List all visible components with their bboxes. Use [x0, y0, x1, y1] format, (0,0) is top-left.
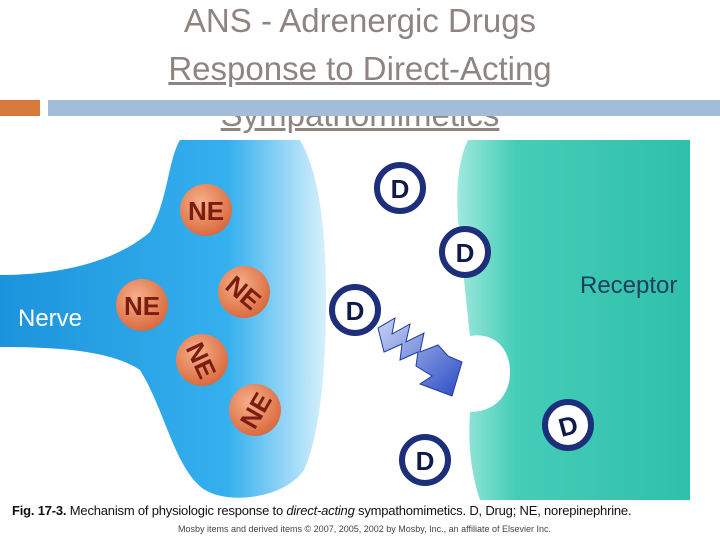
- caption-italic: direct-acting: [286, 503, 355, 518]
- copyright-credit: Mosby items and derived items © 2007, 20…: [178, 524, 551, 534]
- figure-caption: Fig. 17-3. Mechanism of physiologic resp…: [12, 503, 632, 518]
- drug-molecule-2: D: [439, 226, 491, 278]
- caption-text-a: Mechanism of physiologic response to: [69, 503, 283, 518]
- ne-vesicle-4: NE: [176, 334, 228, 386]
- receptor-cell: [457, 140, 690, 500]
- drug-molecule-4: D: [542, 399, 594, 451]
- drug-label: D: [456, 238, 475, 268]
- caption-legend: D, Drug; NE, norepinephrine.: [469, 503, 632, 518]
- drug-label: D: [416, 446, 435, 476]
- nerve-label: Nerve: [18, 305, 82, 332]
- accent-bar-orange: [0, 100, 40, 116]
- ne-vesicle-5: NE: [229, 384, 281, 436]
- figure-number: Fig. 17-3.: [12, 503, 67, 518]
- ne-vesicle-1: NE: [180, 184, 232, 236]
- ne-vesicle-2: NE: [116, 279, 168, 331]
- ne-label: NE: [124, 291, 160, 321]
- ne-label: NE: [188, 196, 224, 226]
- drug-molecule-5: D: [399, 434, 451, 486]
- drug-label: D: [391, 174, 410, 204]
- accent-bar-blue: [48, 100, 720, 116]
- slide-subtitle-line1: Response to Direct-Acting: [168, 50, 552, 87]
- caption-text-b: sympathomimetics.: [358, 503, 466, 518]
- receptor-label: Receptor: [580, 272, 677, 299]
- drug-molecule-1: D: [374, 162, 426, 214]
- drug-molecule-3: D: [329, 284, 381, 336]
- ne-vesicle-3: NE: [218, 266, 270, 318]
- slide-title: ANS - Adrenergic Drugs: [183, 2, 537, 39]
- drug-label: D: [346, 296, 365, 326]
- binding-arrow-icon: [377, 317, 463, 397]
